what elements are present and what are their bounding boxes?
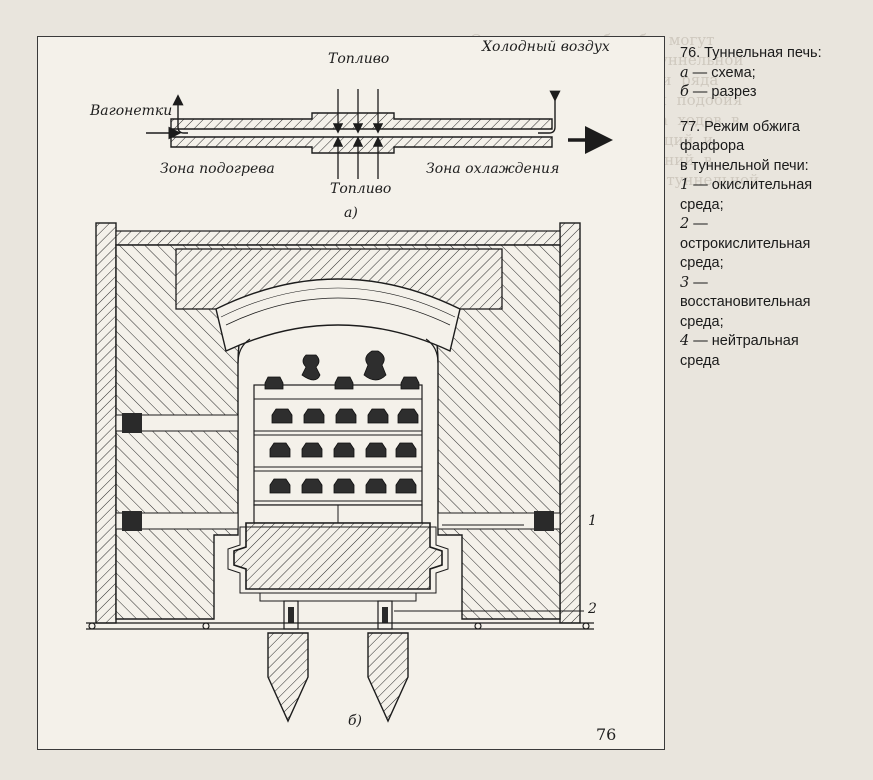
caption-77-line: среда; [680,254,868,274]
label-preheat-zone: Зона подогрева [160,161,275,177]
caption-77-item-text: — [689,216,708,232]
page-number: 76 [596,725,617,744]
caption-77-line: острокислительная [680,235,868,255]
label-cooling-zone: Зона охлаждения [426,161,560,177]
caption-77-item-text: — окислительная [689,177,813,193]
caption-76-title: 76. Туннельная печь: [680,45,822,61]
label-fuel-top: Топливо [328,51,390,67]
caption-77-line: среда [680,352,868,372]
kiln-drawing [86,89,613,723]
caption-77-line: восстановительная [680,293,868,313]
callout-2: 2 [588,601,597,617]
caption-77-line: 1 — окислительная [680,176,868,196]
figure-tunnel-kiln: Вагонетки Холодный воздух Топливо Топлив… [37,36,665,750]
caption-76-b: б — разрез [680,84,757,100]
caption-77-line: 2 — [680,215,868,235]
caption-77-item-text: среда; [680,196,724,213]
caption-77-line: среда; [680,196,868,216]
caption-77-item-text: среда; [680,255,724,271]
kiln-cross-section [86,222,594,723]
label-wagons: Вагонетки [90,103,173,119]
caption-77-item-text: — нейтральная [689,333,799,349]
caption-77-item-text: восстановительная [680,294,811,310]
label-cold-air: Холодный воздух [482,39,610,55]
caption-77-item-number: 2 [680,216,690,232]
caption-77-line: 3 — [680,274,868,294]
caption-77-item-text: среда [680,352,720,369]
caption-77-title-1: 77. Режим обжига [680,118,800,135]
caption-77-item-number: 4 [680,333,690,349]
kiln-scheme [146,89,613,179]
callout-1: 1 [588,513,597,529]
caption-77-item-number: 1 [680,177,690,193]
caption-77-item-text: — [689,274,708,291]
caption-77-title-3: в туннельной печи: [680,157,809,174]
label-fuel-bottom: Топливо [330,181,392,197]
caption-77-line: 4 — нейтральная [680,332,868,352]
caption-77-item-text: острокислительная [680,235,811,252]
part-a-label: а) [344,205,358,221]
caption-77-item-text: среда; [680,313,724,330]
caption-77-line: среда; [680,313,868,333]
caption-77-title-2: фарфора [680,138,745,154]
figure-caption: 76. Туннельная печь: а — схема; б — разр… [680,44,868,371]
part-b-label: б) [348,713,363,729]
caption-76-a: а — схема; [680,64,756,81]
caption-77-item-number: 3 [680,274,690,291]
